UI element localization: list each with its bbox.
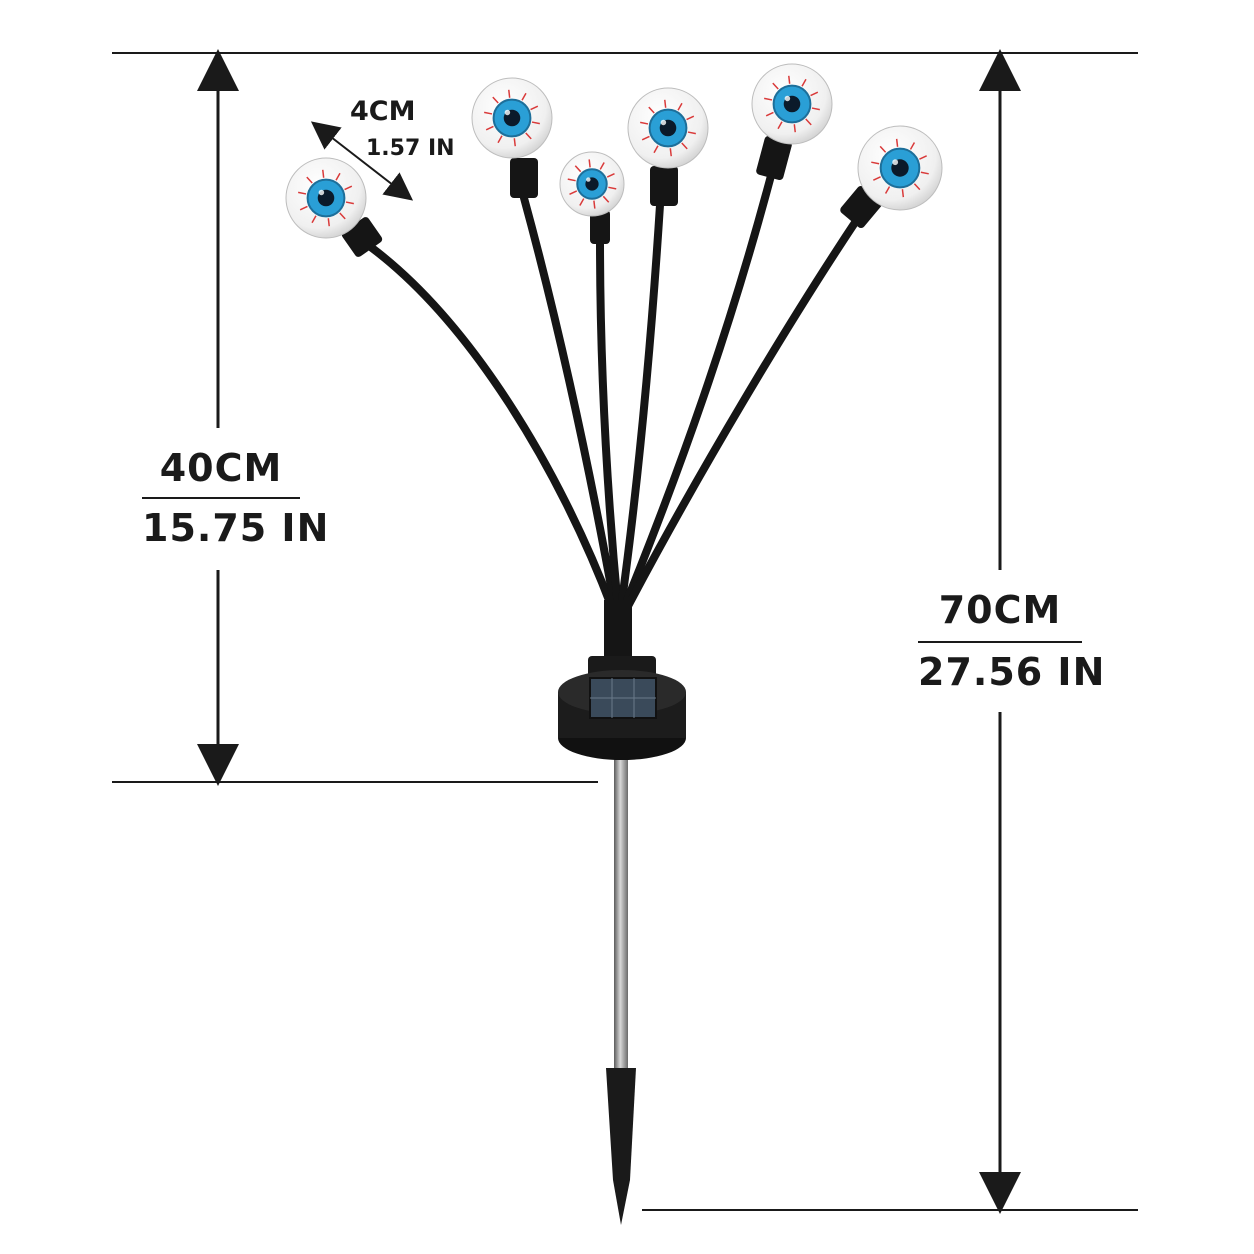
- vein: [777, 121, 783, 130]
- vein: [345, 201, 354, 205]
- bulb-socket: [756, 135, 792, 181]
- total-height-cm: 70CM: [938, 588, 1062, 632]
- vein: [664, 99, 667, 108]
- vein: [492, 96, 499, 104]
- vein: [772, 82, 779, 90]
- vein: [298, 191, 307, 195]
- highlight: [504, 109, 511, 116]
- vein: [335, 172, 341, 181]
- vein: [588, 159, 591, 168]
- eyeball-bulb-4: [627, 87, 709, 206]
- vein: [306, 176, 313, 184]
- vein: [687, 131, 696, 135]
- eyeball-bulb-1: [285, 157, 383, 257]
- vein: [884, 186, 891, 194]
- total-height-divider: [918, 641, 1082, 643]
- vein: [513, 138, 516, 147]
- vein: [574, 165, 582, 173]
- vein: [485, 125, 494, 131]
- vein: [793, 124, 796, 133]
- vein: [871, 161, 880, 165]
- bulb-diameter-in: 1.57 IN: [366, 136, 455, 161]
- head-height-in: 15.75 IN: [142, 506, 330, 550]
- stem-3: [596, 236, 622, 612]
- bulb-socket: [650, 166, 678, 206]
- vein: [530, 105, 539, 111]
- vein: [531, 121, 540, 125]
- stem-6: [623, 214, 862, 612]
- stake-spike: [606, 1068, 636, 1225]
- eyeball-bulb-3: [559, 151, 625, 244]
- vein: [805, 118, 812, 126]
- solar-hub: [558, 656, 686, 760]
- vein: [920, 171, 929, 175]
- bulb-socket: [590, 210, 610, 244]
- eyeball-bulb-5: [751, 63, 833, 181]
- vein: [648, 106, 655, 114]
- vein: [901, 189, 905, 198]
- vein: [686, 115, 695, 121]
- vein: [521, 92, 527, 101]
- vein: [497, 135, 503, 144]
- vein: [569, 190, 578, 195]
- vein: [913, 183, 921, 191]
- vein: [919, 155, 927, 160]
- vein: [681, 142, 688, 150]
- stems: [364, 168, 862, 612]
- vein: [764, 97, 773, 101]
- vein: [669, 148, 672, 157]
- vein: [567, 178, 576, 182]
- head-height-divider: [142, 497, 300, 499]
- highlight: [660, 119, 667, 126]
- stem-1: [364, 241, 616, 612]
- vein: [641, 135, 650, 141]
- highlight: [586, 177, 591, 182]
- vein: [788, 75, 791, 84]
- vein: [810, 91, 819, 97]
- bulb-diameter-arrow: [310, 121, 414, 201]
- vein: [327, 218, 330, 227]
- bulb-socket: [510, 158, 538, 198]
- vein: [344, 185, 353, 191]
- vein: [311, 215, 317, 224]
- vein: [599, 162, 605, 170]
- vein: [508, 89, 511, 98]
- bulbs: [285, 63, 943, 257]
- eyeball-bulb-6: [840, 125, 943, 229]
- vein: [879, 145, 887, 153]
- vein: [811, 107, 820, 111]
- vein: [873, 176, 881, 181]
- stem-2: [520, 194, 619, 612]
- highlight: [892, 159, 899, 166]
- vein: [801, 78, 807, 87]
- vein: [602, 195, 610, 203]
- highlight: [784, 95, 791, 102]
- total-height-in: 27.56 IN: [918, 650, 1106, 694]
- vein: [299, 205, 308, 211]
- head-height-cm: 40CM: [159, 446, 283, 490]
- vein: [608, 186, 617, 190]
- vein: [593, 200, 596, 209]
- vein: [677, 102, 683, 111]
- highlight: [318, 189, 325, 196]
- vein: [339, 212, 346, 220]
- vein: [640, 121, 649, 125]
- vein: [606, 173, 615, 178]
- vein: [765, 111, 774, 117]
- stem-5: [620, 168, 776, 612]
- vein: [525, 132, 532, 140]
- vein: [484, 111, 493, 115]
- vein: [909, 142, 916, 150]
- bulb-diameter-cm: 4CM: [350, 96, 416, 127]
- eyeball-bulb-2: [471, 77, 553, 198]
- vein: [322, 169, 325, 178]
- vein: [579, 198, 585, 206]
- vein: [895, 138, 899, 147]
- metal-stake: [614, 748, 628, 1078]
- vein: [653, 145, 659, 154]
- stem-4: [617, 201, 664, 612]
